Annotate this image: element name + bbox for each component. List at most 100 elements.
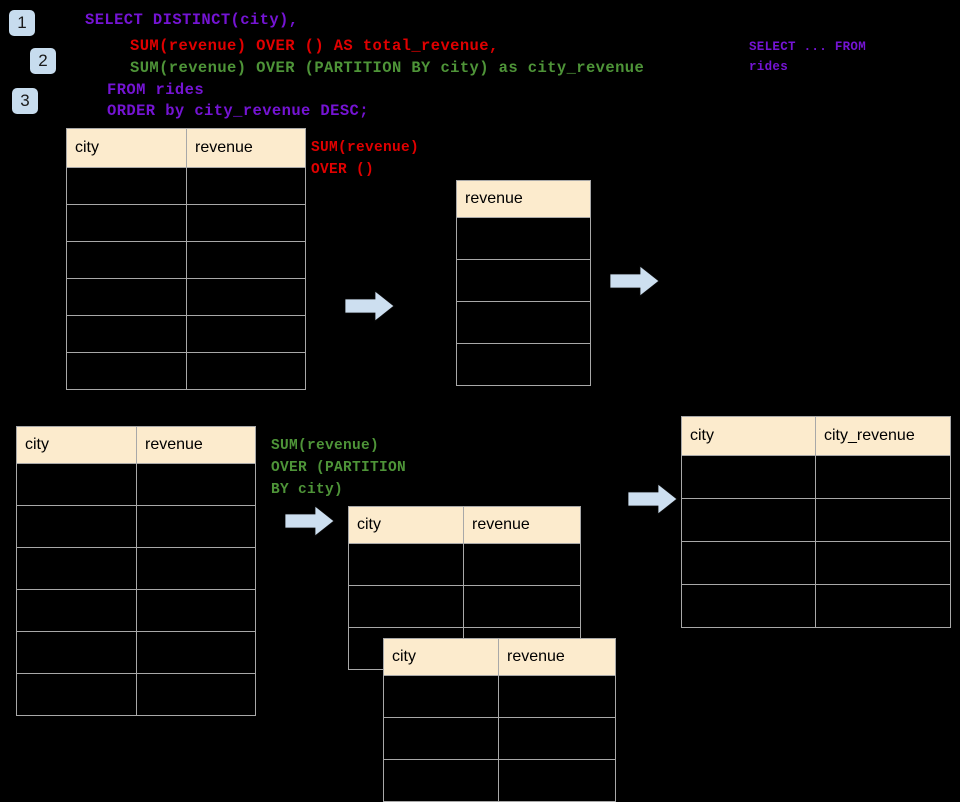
cell-city [681,498,816,542]
cell-revenue [186,352,306,390]
table-row [66,204,306,242]
cell-revenue [136,589,256,632]
column-header-revenue: revenue [186,128,306,168]
table-source-top: city revenue [66,128,306,390]
table-row [681,541,951,585]
cell-city [66,278,187,316]
column-header-revenue: revenue [498,638,616,676]
cell-city [66,315,187,353]
cell-revenue [498,675,616,718]
table-body [681,455,951,628]
table-row [681,498,951,542]
column-header-city: city [16,426,137,464]
cell-revenue [186,167,306,205]
annotation-total-revenue-line-2: OVER () [311,162,375,178]
table-header-row: revenue [456,180,591,218]
annotation-total-revenue-line-1: SUM(revenue) [311,140,420,156]
table-row [383,675,616,718]
cell-city [681,541,816,585]
table-row [681,455,951,499]
cell-revenue [136,463,256,506]
table-source-bottom: city revenue [16,426,256,716]
cell-city [16,589,137,632]
cell-revenue [136,505,256,548]
cell-city [16,547,137,590]
column-header-city: city [348,506,464,544]
column-header-revenue: revenue [136,426,256,464]
cell-revenue [456,301,591,344]
cell-city [16,505,137,548]
column-header-city: city [66,128,187,168]
sql-line-select-distinct: SELECT DISTINCT(city), [85,11,299,29]
table-row [66,241,306,279]
cell-city-revenue [815,455,951,499]
step-badge-2: 2 [30,48,56,74]
table-body [456,217,591,386]
sql-line-order-by: ORDER by city_revenue DESC; [107,102,369,120]
cell-city [383,675,499,718]
column-header-revenue: revenue [463,506,581,544]
arrow-partition-to-final [628,483,678,515]
table-row [16,547,256,590]
cell-city-revenue [815,498,951,542]
side-note-line-2: rides [749,60,789,74]
arrow-source-to-total [345,290,395,322]
table-row [16,631,256,674]
cell-city [16,673,137,716]
side-note-line-1: SELECT ... FROM [749,40,867,54]
cell-city [66,241,187,279]
annotation-city-revenue-line-1: SUM(revenue) [271,438,380,454]
table-body [16,463,256,716]
annotation-city-revenue-line-3: BY city) [271,482,344,498]
table-header-row: city revenue [16,426,256,464]
cell-city [348,585,464,628]
arrow-total-to-final [610,265,660,297]
sql-line-city-revenue: SUM(revenue) OVER (PARTITION BY city) as… [130,59,645,77]
cell-revenue [136,631,256,674]
cell-revenue [136,547,256,590]
cell-city [681,584,816,628]
table-row [16,589,256,632]
cell-city [66,167,187,205]
annotation-city-revenue-line-2: OVER (PARTITION [271,460,407,476]
arrow-source-to-partition [285,505,335,537]
table-row [348,585,581,628]
column-header-city: city [681,416,816,456]
table-row [66,167,306,205]
table-row [16,505,256,548]
table-row [66,352,306,390]
cell-city [383,759,499,802]
table-row [16,463,256,506]
column-header-revenue: revenue [456,180,591,218]
table-header-row: city revenue [348,506,581,544]
step-badge-1: 1 [9,10,35,36]
table-row [456,259,591,302]
table-total-revenue-result: revenue [456,180,591,386]
cell-revenue [186,241,306,279]
cell-revenue [456,343,591,386]
cell-revenue [186,204,306,242]
table-header-row: city revenue [66,128,306,168]
table-row [681,584,951,628]
cell-city [348,543,464,586]
column-header-city: city [383,638,499,676]
sql-line-from: FROM rides [107,81,205,99]
step-badge-3: 3 [12,88,38,114]
table-row [383,759,616,802]
table-body [383,675,616,802]
cell-revenue [463,543,581,586]
cell-city [16,463,137,506]
cell-city [383,717,499,760]
cell-revenue [498,759,616,802]
column-header-city-revenue: city_revenue [815,416,951,456]
cell-revenue [463,585,581,628]
cell-revenue [136,673,256,716]
cell-city [16,631,137,674]
table-row [66,278,306,316]
table-row [383,717,616,760]
cell-city-revenue [815,584,951,628]
diagram-canvas: 1 2 3 SELECT DISTINCT(city), SUM(revenue… [9,10,951,802]
table-partition-front: city revenue [383,638,616,802]
cell-city [681,455,816,499]
table-final-result: city city_revenue [681,416,951,628]
